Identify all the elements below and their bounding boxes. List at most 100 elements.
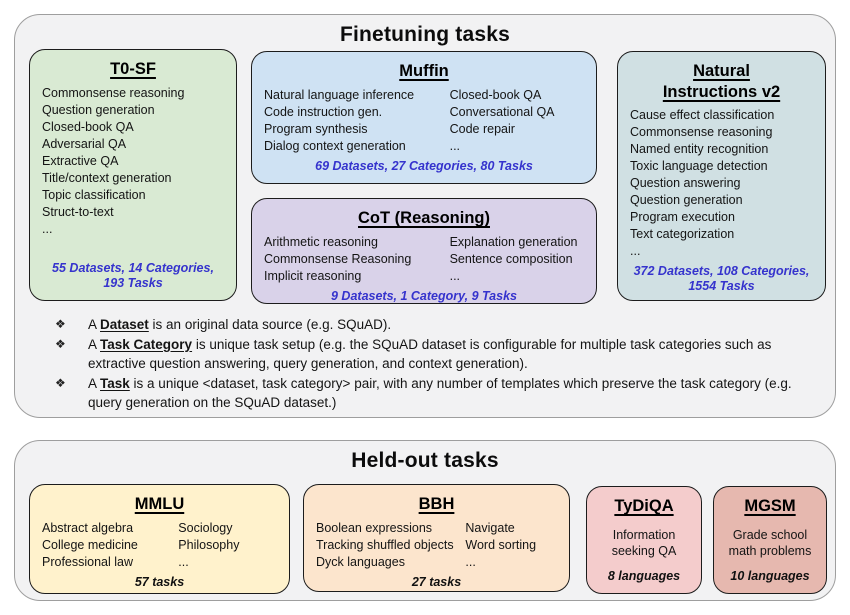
list-item: Code repair <box>449 121 515 136</box>
note-text: A Task Category is unique task setup (e.… <box>88 335 829 374</box>
list-item: ... <box>178 554 189 569</box>
list-item: Commonsense Reasoning <box>264 251 412 266</box>
list-item: Commonsense reasoning <box>42 85 185 100</box>
list-item: Sentence composition <box>449 251 573 266</box>
list-item: Arithmetic reasoning <box>264 234 378 249</box>
list-item: ... <box>42 221 53 236</box>
note-rest: is a unique <dataset, task category> pai… <box>88 375 792 411</box>
list-item: Dialog context generation <box>264 138 406 153</box>
definitions-notes: ❖ A Dataset is an original data source (… <box>55 315 829 413</box>
list-item: Extractive QA <box>42 153 119 168</box>
mmlu-box: MMLU Abstract algebra College medicine P… <box>29 484 290 594</box>
note-dataset: ❖ A Dataset is an original data source (… <box>55 315 829 335</box>
list-item: Closed-book QA <box>449 87 542 102</box>
list-item: Sociology <box>178 520 233 535</box>
note-rest: is an original data source (e.g. SQuAD). <box>148 317 392 332</box>
list-item: Program synthesis <box>264 121 368 136</box>
bbh-columns: Boolean expressions Tracking shuffled ob… <box>316 520 557 571</box>
note-rest: is unique task setup (e.g. the SQuAD dat… <box>88 336 772 372</box>
bbh-task-list-left: Boolean expressions Tracking shuffled ob… <box>316 520 465 571</box>
bbh-stats: 27 tasks <box>411 574 462 589</box>
tydiqa-description: Information seeking QA <box>611 527 677 558</box>
note-text: A Task is a unique <dataset, task catego… <box>88 374 829 413</box>
list-item: Natural language inference <box>264 87 415 102</box>
mmlu-title: MMLU <box>134 495 185 513</box>
tydiqa-title: TyDiQA <box>614 497 674 515</box>
niv2-stats: 372 Datasets, 108 Categories, 1554 Tasks <box>633 264 810 294</box>
list-item: Question answering <box>630 176 741 191</box>
mmlu-task-list-right: Sociology Philosophy ... <box>178 520 277 571</box>
finetuning-tasks-section: Finetuning tasks T0-SF Commonsense reaso… <box>14 14 836 418</box>
finetuning-section-title: Finetuning tasks <box>339 23 511 46</box>
list-item: Navigate <box>465 520 515 535</box>
list-item: ... <box>449 138 461 153</box>
list-item: Named entity recognition <box>630 142 769 157</box>
list-item: Adversarial QA <box>42 136 127 151</box>
muffin-box: Muffin Natural language inference Code i… <box>251 51 597 184</box>
tydiqa-box: TyDiQA Information seeking QA 8 language… <box>586 486 702 594</box>
cot-task-list-right: Explanation generation Sentence composit… <box>450 234 584 285</box>
list-item: Tracking shuffled objects <box>316 537 454 552</box>
list-item: Question generation <box>630 193 743 208</box>
definition-term: Task <box>100 375 130 391</box>
list-item: Cause effect classification <box>630 108 775 123</box>
t0sf-title: T0-SF <box>110 60 156 78</box>
list-item: Explanation generation <box>449 234 578 249</box>
list-item: Word sorting <box>465 537 537 552</box>
diamond-bullet-icon: ❖ <box>55 317 66 331</box>
list-item: Topic classification <box>42 187 146 202</box>
bbh-title: BBH <box>418 495 455 513</box>
list-item: Philosophy <box>178 537 240 552</box>
t0sf-box: T0-SF Commonsense reasoning Question gen… <box>29 49 237 301</box>
muffin-stats: 69 Datasets, 27 Categories, 80 Tasks <box>315 159 533 173</box>
list-item: Title/context generation <box>42 170 172 185</box>
note-text: A Dataset is an original data source (e.… <box>88 315 391 335</box>
note-task-category: ❖ A Task Category is unique task setup (… <box>55 335 829 374</box>
note-lead: A <box>88 336 101 352</box>
cot-task-list-left: Arithmetic reasoning Commonsense Reasoni… <box>264 234 450 285</box>
diamond-bullet-icon: ❖ <box>55 375 66 390</box>
cot-reasoning-box: CoT (Reasoning) Arithmetic reasoning Com… <box>251 198 597 304</box>
tydiqa-stats: 8 languages <box>607 569 681 583</box>
niv2-task-list: Cause effect classification Commonsense … <box>630 107 813 260</box>
muffin-title: Muffin <box>399 62 449 80</box>
cot-title: CoT (Reasoning) <box>358 209 490 227</box>
list-item: Commonsense reasoning <box>630 125 773 140</box>
cot-columns: Arithmetic reasoning Commonsense Reasoni… <box>264 234 584 285</box>
list-item: Program execution <box>630 210 735 225</box>
niv2-title: Natural Instructions v2 <box>662 62 781 101</box>
list-item: Question generation <box>42 102 155 117</box>
mgsm-box: MGSM Grade school math problems 10 langu… <box>713 486 827 594</box>
mmlu-task-list-left: Abstract algebra College medicine Profes… <box>42 520 178 571</box>
list-item: Conversational QA <box>449 104 555 119</box>
list-item: Implicit reasoning <box>264 268 362 283</box>
list-item: ... <box>449 268 461 283</box>
list-item: Professional law <box>42 554 134 569</box>
list-item: College medicine <box>42 537 138 552</box>
list-item: ... <box>465 554 476 569</box>
heldout-tasks-section: Held-out tasks MMLU Abstract algebra Col… <box>14 440 836 601</box>
list-item: Toxic language detection <box>630 159 768 174</box>
list-item: Code instruction gen. <box>264 104 383 119</box>
cot-stats: 9 Datasets, 1 Category, 9 Tasks <box>331 288 517 303</box>
muffin-columns: Natural language inference Code instruct… <box>264 87 584 155</box>
definition-term: Task Category <box>100 336 193 352</box>
bbh-box: BBH Boolean expressions Tracking shuffle… <box>303 484 570 592</box>
definition-term: Dataset <box>100 317 149 332</box>
mgsm-title: MGSM <box>744 497 796 515</box>
note-lead: A <box>88 375 101 391</box>
mmlu-columns: Abstract algebra College medicine Profes… <box>42 520 277 571</box>
note-task: ❖ A Task is a unique <dataset, task cate… <box>55 374 829 413</box>
mgsm-stats: 10 languages <box>730 569 810 583</box>
natural-instructions-v2-box: Natural Instructions v2 Cause effect cla… <box>617 51 826 301</box>
mmlu-stats: 57 tasks <box>134 574 185 589</box>
muffin-task-list-left: Natural language inference Code instruct… <box>264 87 450 155</box>
t0sf-task-list: Commonsense reasoning Question generatio… <box>42 85 224 238</box>
bbh-task-list-right: Navigate Word sorting ... <box>465 520 557 571</box>
list-item: Struct-to-text <box>42 204 114 219</box>
list-item: Boolean expressions <box>316 520 433 535</box>
list-item: Closed-book QA <box>42 119 134 134</box>
list-item: Dyck languages <box>316 554 405 569</box>
mgsm-description: Grade school math problems <box>728 527 812 558</box>
